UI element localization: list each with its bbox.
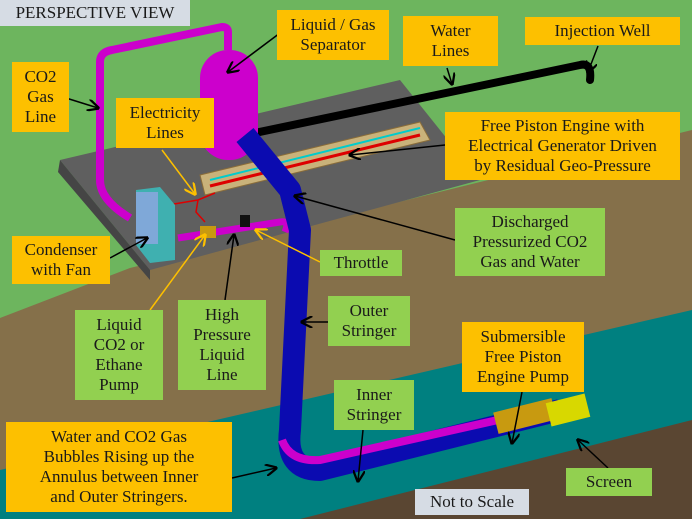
arrow-separator <box>228 32 281 72</box>
engine-rod-red <box>209 133 421 188</box>
electricity-lines <box>167 192 216 223</box>
label-water-lines: Water Lines <box>403 16 498 66</box>
arrow-submersible <box>512 391 523 443</box>
separator-tank <box>200 50 258 160</box>
arrow-condenser <box>109 238 147 259</box>
arrow-gas-line <box>65 97 98 108</box>
arrow-injection-well <box>588 45 599 72</box>
not-to-scale-note: Not to Scale <box>415 489 529 515</box>
arrow-hp-line <box>224 235 234 301</box>
platform-edge <box>58 160 150 280</box>
arrow-bubbles <box>231 468 276 479</box>
label-discharged: Discharged Pressurized CO2 Gas and Water <box>455 208 605 276</box>
label-hp-liquid-line: High Pressure Liquid Line <box>178 300 266 390</box>
engine-rod-cyan <box>209 127 421 181</box>
arrow-pump <box>149 235 205 311</box>
perspective-view-title: PERSPECTIVE VIEW <box>0 0 190 26</box>
label-injection-well: Injection Well <box>525 17 680 45</box>
co2-gas-line-pipe <box>96 22 232 222</box>
arrow-inner-stringer <box>358 429 363 481</box>
high-pressure-liquid-line <box>177 218 291 242</box>
pump-body <box>200 226 216 238</box>
arrow-engine <box>350 144 446 155</box>
arrow-water-lines <box>447 67 452 84</box>
throttle-valve <box>240 215 250 227</box>
label-co2-gas-line: CO2 Gas Line <box>12 62 69 132</box>
label-separator: Liquid / Gas Separator <box>277 10 389 60</box>
arrow-screen <box>578 440 609 469</box>
inner-stringer <box>278 411 521 465</box>
label-submersible: Submersible Free Piston Engine Pump <box>462 322 584 392</box>
label-outer-stringer: Outer Stringer <box>328 296 410 346</box>
arrow-discharged <box>295 196 456 241</box>
label-electricity-lines: Electricity Lines <box>116 98 214 148</box>
label-free-piston-engine: Free Piston Engine with Electrical Gener… <box>445 112 680 180</box>
arrow-electricity <box>161 149 195 194</box>
condenser-front <box>136 192 158 244</box>
label-bubbles: Water and CO2 Gas Bubbles Rising up the … <box>6 422 232 512</box>
label-throttle: Throttle <box>320 250 402 276</box>
submersible-pump-body <box>493 398 557 434</box>
screen-body <box>545 393 591 427</box>
label-condenser: Condenser with Fan <box>12 236 110 284</box>
label-inner-stringer: Inner Stringer <box>334 380 414 430</box>
arrow-throttle <box>256 230 321 263</box>
label-pump: Liquid CO2 or Ethane Pump <box>75 310 163 400</box>
label-screen: Screen <box>566 468 652 496</box>
